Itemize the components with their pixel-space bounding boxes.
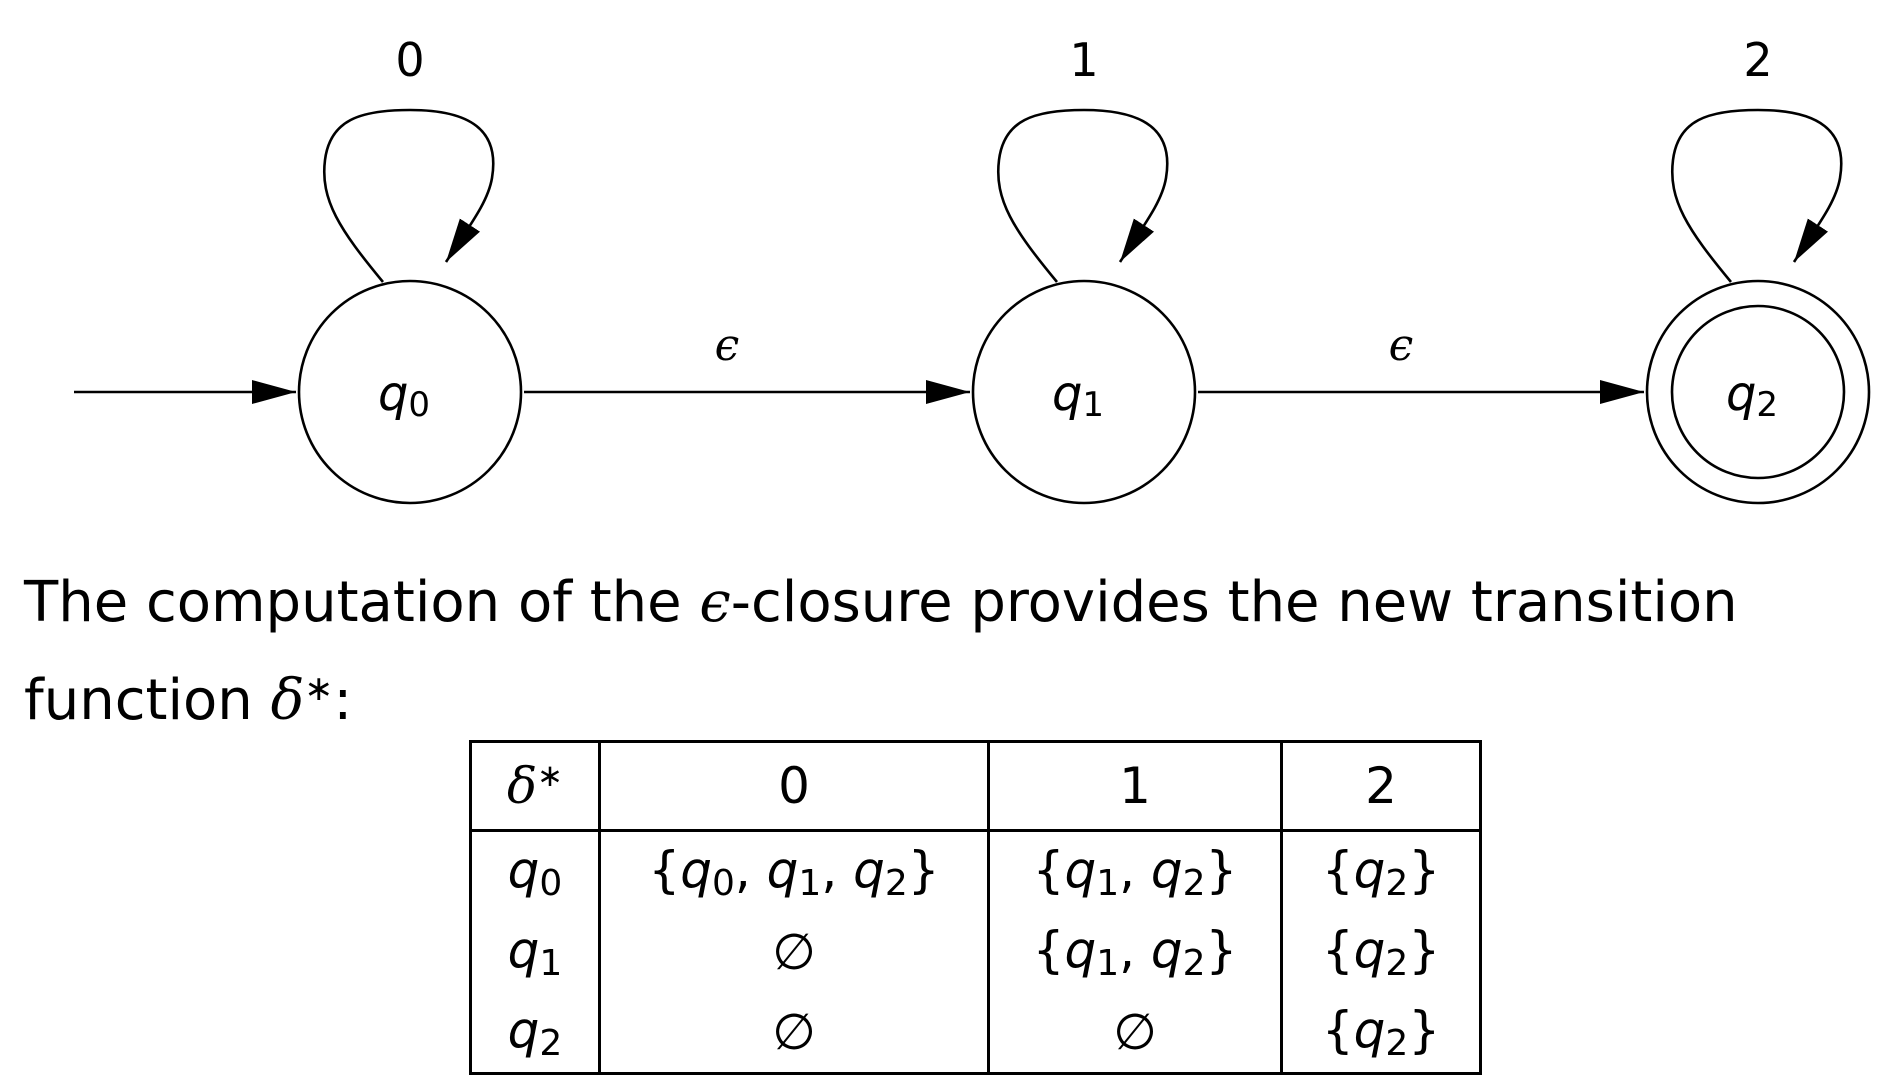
state-q1: q1 [971,279,1197,505]
state-q0: q0 [297,279,523,505]
caption-star: ∗ [304,669,334,709]
self-loop-q1: 1 [996,33,1169,283]
state-q1-label: q1 [1052,366,1104,425]
table-row-q1: q1 ∅ {q1, q2} {q2} [469,912,1482,992]
row-header-q0: q0 [469,830,601,912]
table-cell: ∅ [598,992,990,1074]
self-loop-q2: 2 [1670,33,1843,283]
transition-q1-q2-label: ϵ [1389,320,1414,371]
table-corner-header: δ∗ [469,741,601,832]
column-header-0: 0 [598,741,990,832]
table-cell: {q2} [1280,992,1482,1074]
table-cell: {q1, q2} [987,830,1283,912]
caption-delta: δ [270,668,305,734]
row-header-q2: q2 [469,992,601,1074]
column-header-1: 1 [987,741,1283,832]
table-cell: {q2} [1280,830,1482,912]
transition-q0-q1-label: ϵ [715,320,740,371]
table-cell: ∅ [598,912,990,992]
caption-colon: : [333,668,353,734]
self-loop-q0-label: 0 [395,33,424,87]
state-q0-label: q0 [378,366,430,425]
self-loop-q0: 0 [322,33,495,283]
table-cell: {q2} [1280,912,1482,992]
column-header-2: 2 [1280,741,1482,832]
accepting-ring-q2 [1670,304,1846,480]
self-loop-q1-label: 1 [1069,33,1098,87]
state-q2-label: q2 [1726,366,1778,425]
table-row-q2: q2 ∅ ∅ {q2} [469,992,1482,1074]
self-loop-q2-label: 2 [1743,33,1772,87]
caption-epsilon: ϵ [699,570,731,635]
transition-table: δ∗ 0 1 2 q0 {q0, q1, q2} {q1, q2} {q2} q… [469,740,1482,1075]
table-cell: ∅ [987,992,1283,1074]
caption-text-1: The computation of the [24,570,700,635]
caption-paragraph: The computation of the ϵ-closure provide… [24,560,1864,744]
automaton-diagram: ϵ ϵ q0 0 q1 1 q2 2 [74,33,1871,505]
table-header-row: δ∗ 0 1 2 [469,741,1482,832]
caption-text-2: -closure provides the new transition fun… [24,570,1738,734]
table-cell: {q1, q2} [987,912,1283,992]
row-header-q1: q1 [469,912,601,992]
table-cell: {q0, q1, q2} [598,830,990,912]
state-q2: q2 [1645,279,1871,505]
table-row-q0: q0 {q0, q1, q2} {q1, q2} {q2} [469,830,1482,912]
